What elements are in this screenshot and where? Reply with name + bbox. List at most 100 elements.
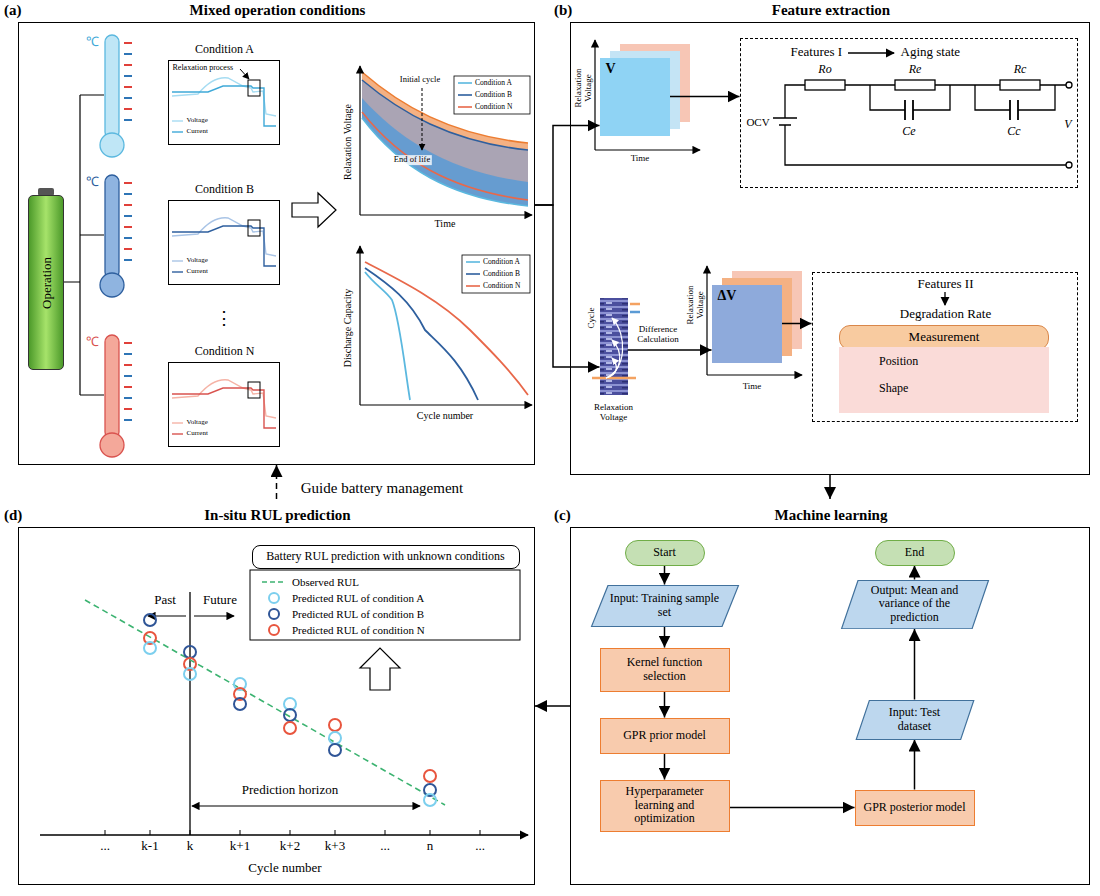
node-text: Aging state [901, 45, 961, 60]
rect-shape [248, 80, 260, 96]
line-shape [124, 42, 132, 44]
connector-arrow [664, 692, 666, 718]
line-shape [105, 830, 106, 835]
node-text: Input: Test dataset [875, 706, 955, 734]
line-shape [430, 830, 431, 835]
node-text: Condition A [169, 43, 281, 57]
line-shape [172, 131, 183, 132]
circle-shape [269, 609, 279, 619]
label-text: Rc [1014, 63, 1027, 77]
node-text: Kernel function selection [609, 656, 721, 684]
label-text: ... [100, 839, 110, 854]
line-shape [172, 120, 183, 121]
line-shape [360, 214, 532, 215]
path-shape [365, 262, 528, 395]
process-box: Hyperparameter learning and optimization [600, 780, 730, 832]
label-text: Past [154, 593, 176, 608]
terminal-box: End [875, 540, 955, 566]
legend-sample [269, 625, 279, 635]
node-text: (b) [554, 2, 572, 19]
io-box: Input: Training sample set [590, 585, 740, 627]
legend-sample [458, 107, 472, 108]
node-text: Cycle [585, 307, 595, 328]
g-shape [100, 35, 480, 835]
connector-arrow [628, 349, 712, 351]
legend-text: Condition N [475, 103, 512, 112]
path-shape [606, 318, 623, 378]
label-text: End of life [392, 155, 432, 165]
circle-shape [269, 625, 279, 635]
node-text: GPR prior model [623, 729, 706, 743]
line-shape [192, 805, 420, 806]
label-text: Time [435, 218, 456, 230]
label-text: k+1 [230, 839, 250, 854]
line-shape [630, 303, 640, 306]
label-text: ℃ [86, 35, 99, 50]
rect-shape [105, 35, 119, 139]
node-text: Features I [791, 45, 843, 60]
legend-sample [466, 286, 480, 287]
line-shape [189, 592, 190, 835]
line-shape [595, 149, 700, 150]
circle-shape [144, 614, 156, 626]
path-shape [365, 272, 410, 400]
line-shape [466, 285, 480, 287]
terminal-box: Start [625, 540, 705, 566]
legend-text: Condition A [475, 79, 512, 88]
line-shape [124, 182, 132, 184]
legend-sample [458, 95, 472, 96]
circle-shape [184, 668, 196, 680]
legend-text: Condition N [483, 282, 520, 291]
condition-plot: Condition ARelaxation processVoltageCurr… [168, 60, 280, 145]
g-shape [172, 69, 276, 132]
panel-box: (b)Feature extractionVFeatures IAging st… [570, 22, 1090, 475]
line-shape [359, 66, 360, 215]
node-text: Voltage [187, 256, 208, 264]
node-text: End [905, 546, 924, 560]
line-shape [124, 64, 132, 66]
node-text: GPR posterior model [864, 801, 966, 815]
path-shape [362, 112, 528, 200]
label-text: Cc [1007, 125, 1020, 139]
label-text: Cycle number [248, 861, 321, 876]
line-shape [124, 342, 132, 344]
node-text: Relaxation process [173, 63, 234, 72]
node-text: Hyperparameter learning and optimization [609, 785, 721, 826]
path-shape [362, 72, 528, 143]
label-text: n [427, 839, 434, 854]
connector-arrow [914, 566, 916, 580]
label-text: Future [203, 593, 237, 608]
g-shape [365, 262, 528, 400]
battery-icon: Operation [28, 195, 64, 370]
connector-arrow [730, 807, 855, 809]
rect-shape [1000, 80, 1040, 90]
circle-shape [329, 732, 341, 744]
line-shape [124, 375, 132, 377]
line-shape [594, 40, 595, 150]
circle-shape [329, 719, 341, 731]
polygon-shape [591, 585, 738, 626]
node-text: Feature extraction [571, 2, 1091, 19]
line-shape [480, 830, 481, 835]
legend-text: Observed RUL [292, 576, 359, 589]
line-shape [944, 292, 945, 305]
connector-arrow [276, 465, 278, 499]
node-text: Degradation Rate [813, 307, 1079, 322]
connector-arrow [535, 126, 600, 206]
node-text: Voltage [187, 418, 208, 426]
path-shape [606, 340, 620, 378]
polygon-shape [856, 700, 974, 739]
line-shape [592, 377, 636, 380]
process-box: GPR prior model [600, 718, 730, 754]
node-text: Voltage [187, 116, 208, 124]
line-shape [124, 408, 132, 410]
line-shape [124, 204, 132, 206]
feature-box: Features IIDegradation RateMeasurementPo… [812, 272, 1078, 422]
edge-label: Difference Calculation [629, 324, 687, 345]
line-shape [124, 97, 132, 99]
edge-label: Guide battery management [299, 480, 465, 497]
g-shape [773, 80, 1072, 168]
rect-shape [105, 175, 119, 279]
